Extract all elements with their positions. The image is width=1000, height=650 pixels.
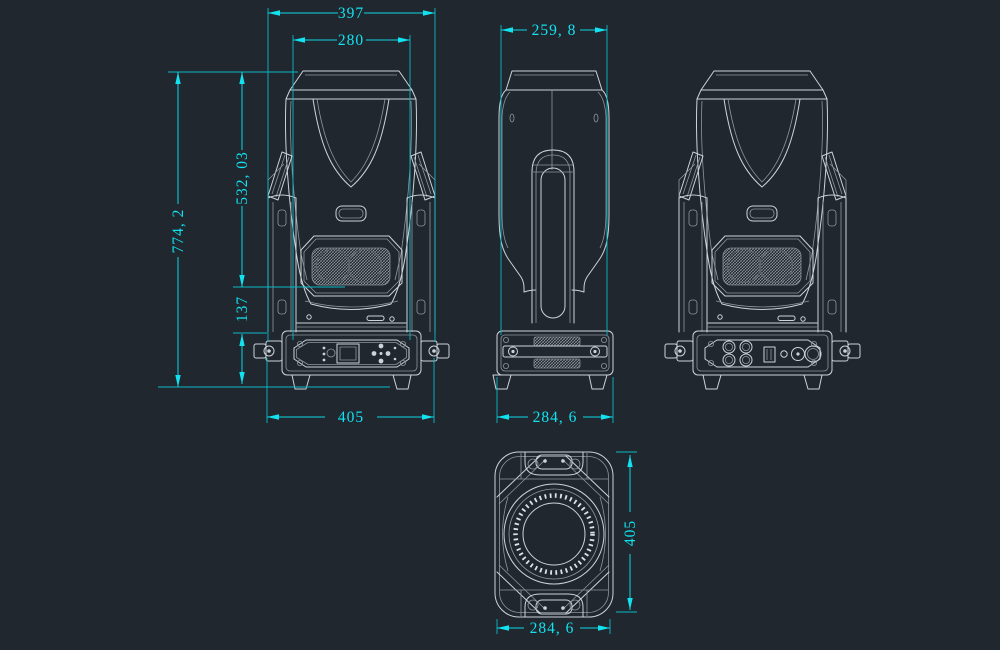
- display-screen: [336, 343, 360, 364]
- dimension-annotations: 397 280 774, 2 532, 03 137 405 259, 8 28…: [158, 5, 639, 637]
- dim-side-head-depth: 259, 8: [532, 22, 577, 39]
- dim-front-yoke-height: 137: [234, 296, 251, 322]
- top-handle: [524, 451, 584, 476]
- rear-view: [664, 70, 861, 390]
- power-switch: [763, 346, 776, 363]
- dim-top-overall-length: 405: [622, 520, 639, 546]
- front-view: [253, 70, 450, 390]
- yoke-arm-side: [531, 149, 575, 324]
- dim-side-base-depth: 284, 6: [533, 409, 578, 426]
- front-vent-grille: [311, 247, 391, 286]
- powercon-connector: [804, 345, 822, 363]
- dim-front-overall-width: 397: [338, 5, 364, 22]
- base-vent-slot-bottom: [533, 358, 581, 369]
- menu-buttons: [371, 343, 397, 364]
- yoke-handle-right: [410, 151, 436, 201]
- dim-front-base-width: 405: [338, 409, 364, 426]
- top-view: [494, 451, 614, 618]
- dim-top-overall-width: 284, 6: [530, 620, 575, 637]
- side-base: [496, 330, 614, 376]
- xlr-connectors: [722, 340, 753, 367]
- rear-vent-grille: [722, 247, 802, 286]
- lens-assembly: [503, 483, 605, 585]
- base-vent-slot-top: [533, 336, 581, 347]
- side-view: [492, 70, 614, 390]
- dim-front-head-width: 280: [338, 32, 364, 49]
- bottom-handle: [524, 593, 584, 618]
- dim-front-overall-height: 774, 2: [170, 209, 187, 254]
- yoke-handle-left: [267, 151, 293, 201]
- head-handle-recess: [335, 205, 367, 222]
- dim-front-head-height: 532, 03: [234, 151, 251, 205]
